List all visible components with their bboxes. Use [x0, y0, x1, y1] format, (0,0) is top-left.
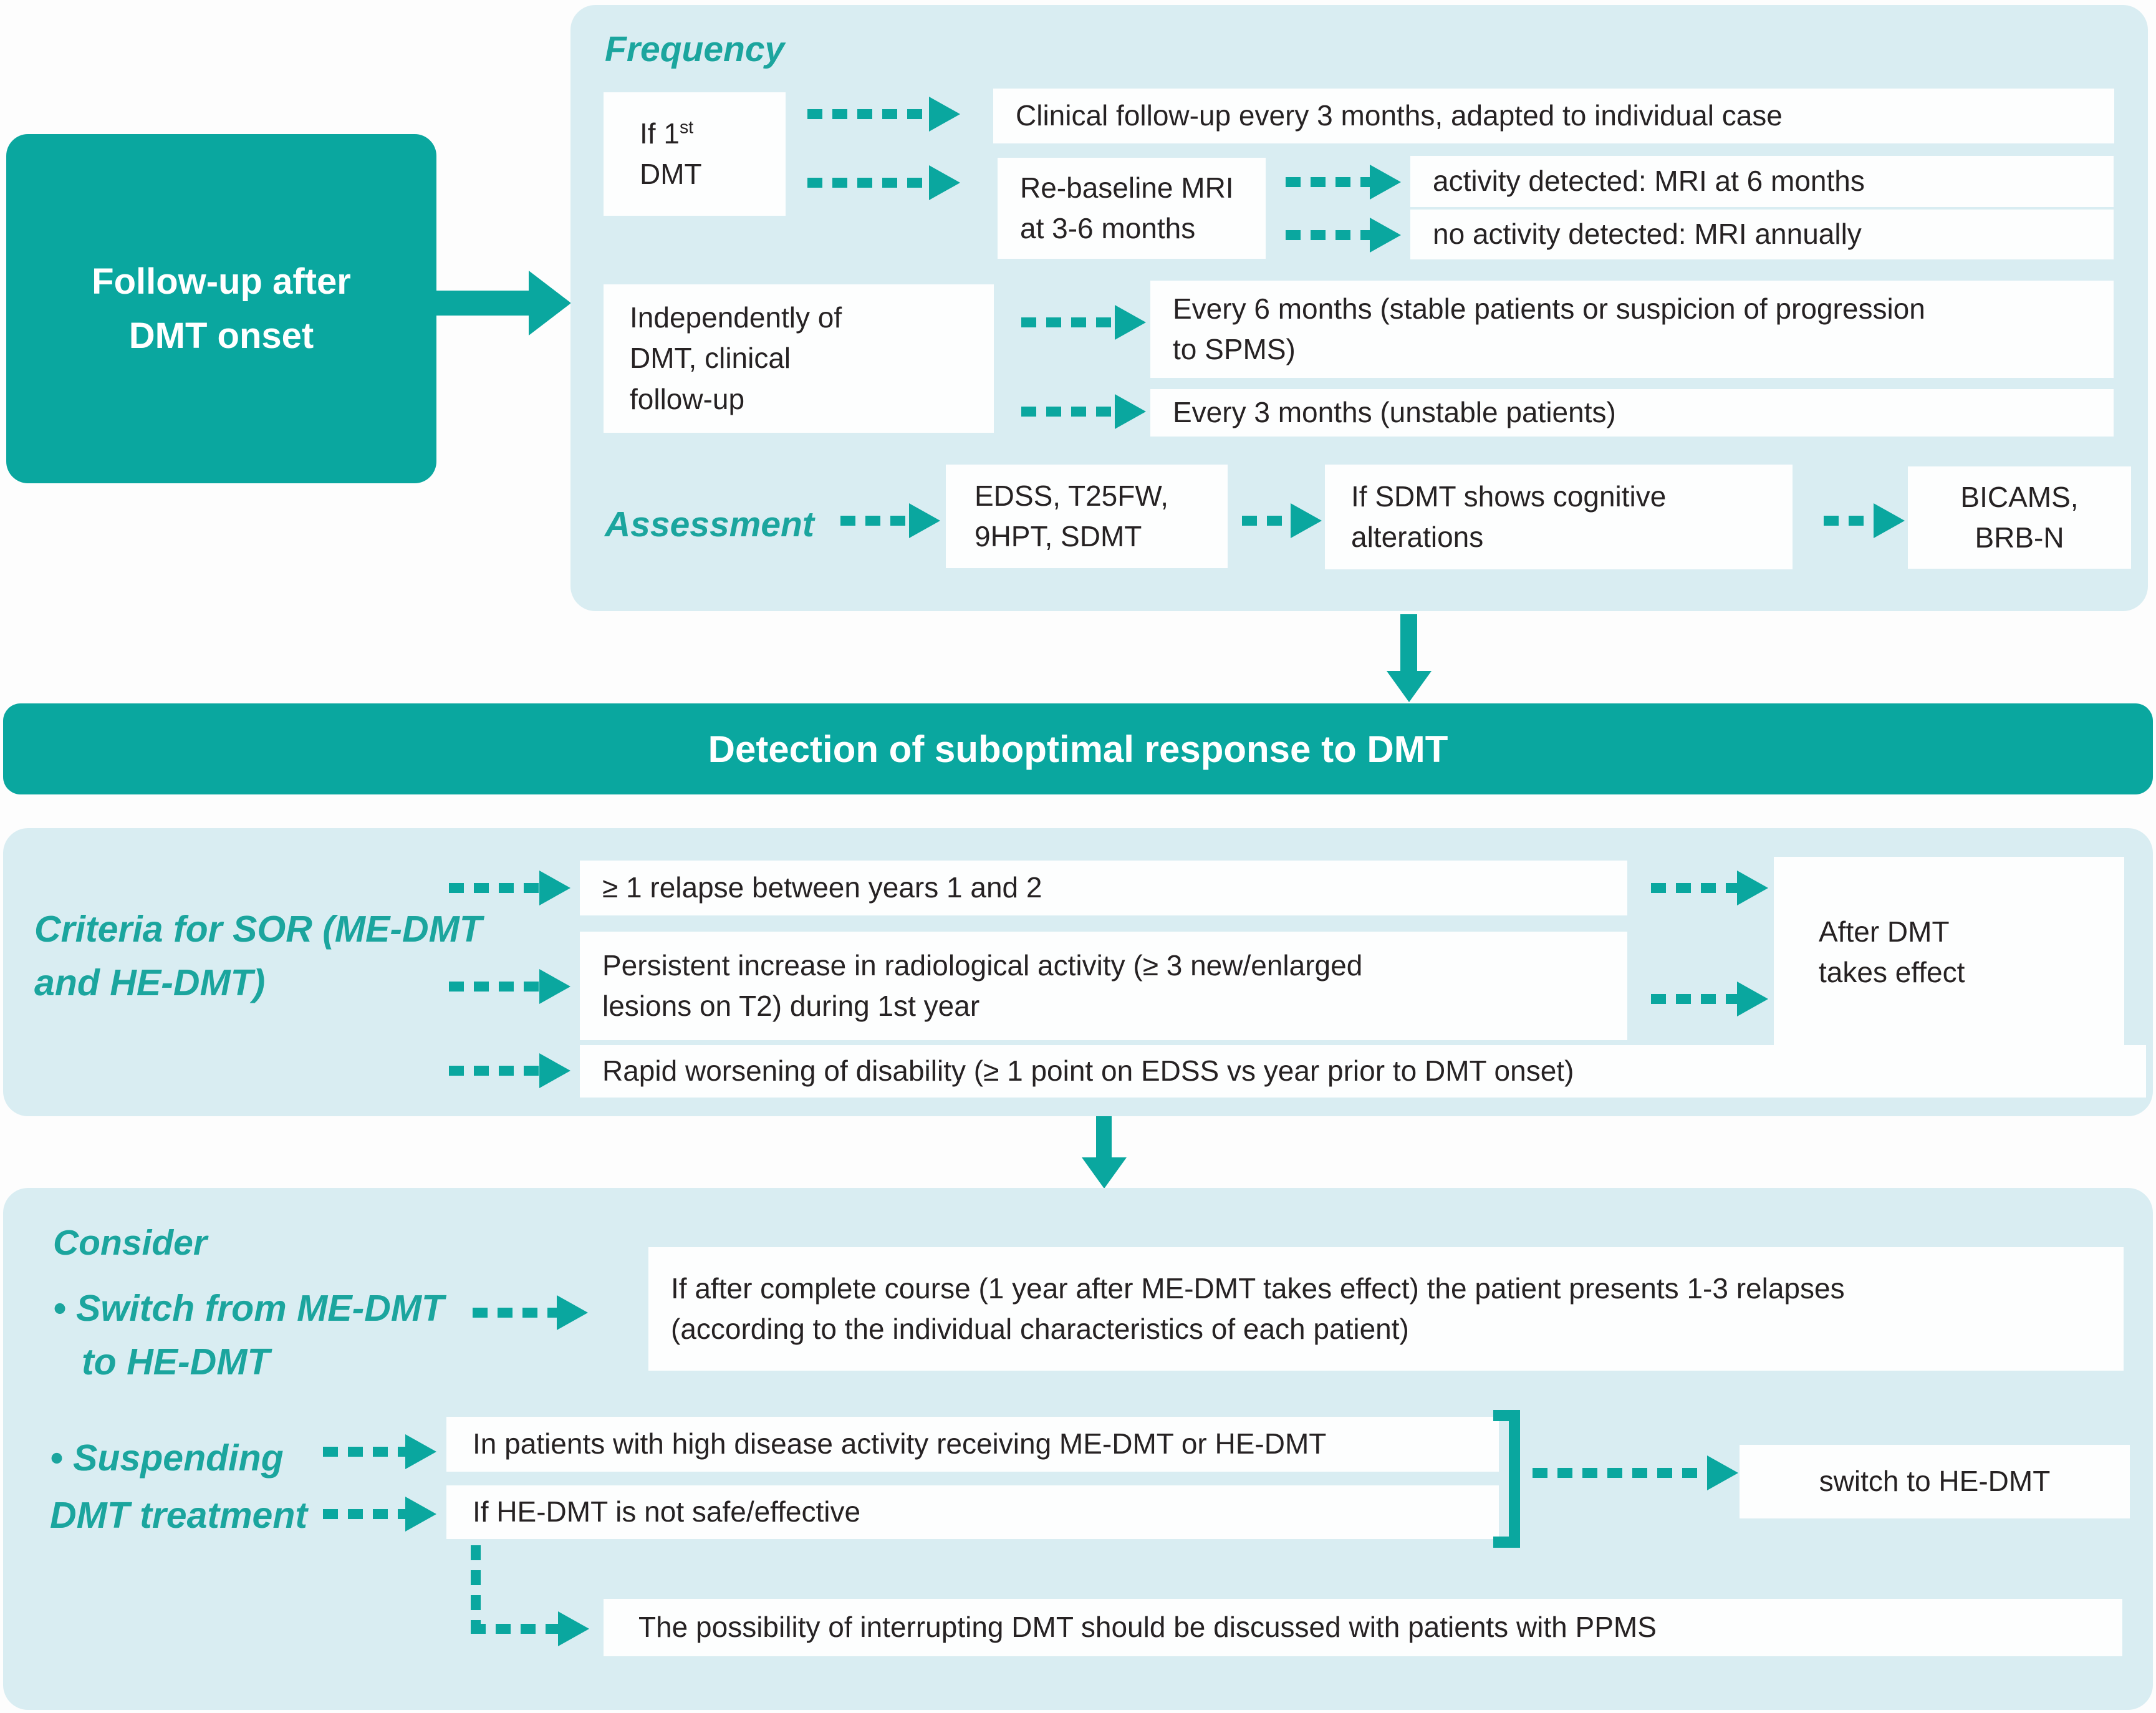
bicams-line2: BRB-N [1975, 521, 2064, 554]
assessments-line1: EDSS, T25FW, [975, 479, 1169, 512]
ppms-text: The possibility of interrupting DMT shou… [638, 1611, 1657, 1644]
radiological-line2: lesions on T2) during 1st year [602, 990, 980, 1022]
relapse-criterion-text: ≥ 1 relapse between years 1 and 2 [602, 871, 1042, 904]
after-dmt-line1: After DMT [1819, 915, 1950, 948]
rapid-worsening-text: Rapid worsening of disability (≥ 1 point… [602, 1054, 1574, 1088]
clinical-followup-text: Clinical follow-up every 3 months, adapt… [1016, 99, 1783, 132]
independently-box: Independently of DMT, clinical follow-up [604, 284, 994, 433]
dashed-arrow-icon [807, 95, 960, 133]
high-activity-text: In patients with high disease activity r… [473, 1427, 1327, 1460]
relapse-criterion-box: ≥ 1 relapse between years 1 and 2 [580, 861, 1627, 915]
dashed-arrow-icon [840, 502, 940, 539]
criteria-heading: Criteria for SOR (ME-DMT and HE-DMT) [34, 903, 482, 1010]
switch-condition-box: If after complete course (1 year after M… [648, 1247, 2124, 1371]
switch-condition-line1: If after complete course (1 year after M… [671, 1271, 1845, 1305]
not-safe-text: If HE-DMT is not safe/effective [473, 1495, 861, 1528]
no-activity-text: no activity detected: MRI annually [1433, 218, 1862, 251]
rapid-worsening-box: Rapid worsening of disability (≥ 1 point… [580, 1045, 2146, 1098]
sdmt-line1: If SDMT shows cognitive [1351, 480, 1667, 513]
rebaseline-line1: Re-baseline MRI [1020, 171, 1234, 204]
activity-detected-text: activity detected: MRI at 6 months [1433, 165, 1865, 198]
sdmt-line2: alterations [1351, 521, 1484, 553]
dashed-arrow-icon [1824, 502, 1905, 539]
every-6-months-line1: Every 6 months (stable patients or suspi… [1173, 292, 1925, 325]
switch-to-he-box: switch to HE-DMT [1740, 1445, 2130, 1518]
if-first-dmt-line2: DMT [640, 158, 702, 190]
suspend-label-line2: DMT treatment [50, 1495, 308, 1536]
dashed-arrow-icon [807, 164, 960, 201]
dashed-arrow-icon [323, 1495, 436, 1533]
switch-condition-line2: (according to the individual characteris… [671, 1313, 1409, 1345]
followup-title-box: Follow-up after DMT onset [6, 134, 436, 483]
dashed-arrow-icon [1286, 216, 1401, 254]
independently-line3: follow-up [630, 382, 745, 415]
activity-detected-box: activity detected: MRI at 6 months [1410, 156, 2114, 207]
criteria-heading-line1: Criteria for SOR (ME-DMT [34, 909, 482, 950]
bicams-line1: BICAMS, [1960, 480, 2079, 513]
radiological-line1: Persistent increase in radiological acti… [602, 948, 1363, 982]
followup-title-line2: DMT onset [128, 316, 314, 356]
dashed-arrow-icon [1533, 1454, 1738, 1492]
frequency-heading: Frequency [605, 29, 785, 69]
after-dmt-line2: takes effect [1819, 956, 1965, 988]
every-3-months-box: Every 3 months (unstable patients) [1150, 389, 2114, 437]
assessment-heading: Assessment [605, 504, 814, 544]
followup-title-line1: Follow-up after [92, 261, 351, 302]
dashed-arrow-icon [1021, 304, 1146, 341]
rebaseline-line2: at 3-6 months [1020, 212, 1196, 244]
dashed-arrow-icon [471, 1610, 589, 1648]
dashed-line-icon [471, 1545, 481, 1626]
dashed-arrow-icon [1651, 980, 1768, 1018]
every-6-months-line2: to SPMS) [1173, 333, 1296, 365]
independently-line2: DMT, clinical [630, 342, 791, 375]
switch-label: • Switch from ME-DMT to HE-DMT [53, 1282, 444, 1389]
dashed-arrow-icon [323, 1433, 436, 1470]
dashed-arrow-icon [473, 1294, 588, 1331]
sdmt-box: If SDMT shows cognitive alterations [1325, 465, 1793, 569]
dashed-arrow-icon [1242, 502, 1322, 539]
clinical-followup-box: Clinical follow-up every 3 months, adapt… [993, 89, 2114, 143]
suspend-label-line1: • Suspending [50, 1437, 284, 1479]
assessments-box: EDSS, T25FW, 9HPT, SDMT [946, 465, 1228, 568]
switch-label-line1: • Switch from ME-DMT [53, 1288, 445, 1329]
rebaseline-box: Re-baseline MRI at 3-6 months [998, 158, 1266, 259]
not-safe-box: If HE-DMT is not safe/effective [446, 1485, 1499, 1539]
dashed-arrow-icon [449, 968, 570, 1005]
high-activity-box: In patients with high disease activity r… [446, 1417, 1499, 1472]
every-6-months-box: Every 6 months (stable patients or suspi… [1150, 281, 2114, 378]
assessments-line2: 9HPT, SDMT [975, 520, 1142, 553]
dashed-arrow-icon [449, 869, 570, 907]
independently-line1: Independently of [630, 301, 842, 334]
if-first-dmt-box: If 1st DMT [604, 92, 786, 216]
ppms-box: The possibility of interrupting DMT shou… [604, 1599, 2122, 1656]
every-3-months-text: Every 3 months (unstable patients) [1173, 396, 1616, 429]
switch-to-he-text: switch to HE-DMT [1819, 1465, 2051, 1498]
dashed-arrow-icon [1286, 163, 1401, 201]
detection-banner-title: Detection of suboptimal response to DMT [708, 728, 1448, 770]
dashed-arrow-icon [1021, 393, 1146, 430]
detection-banner: Detection of suboptimal response to DMT [3, 703, 2153, 794]
switch-label-line2: to HE-DMT [82, 1341, 270, 1382]
after-dmt-box: After DMT takes effect [1774, 857, 2124, 1048]
consider-heading: Consider [53, 1223, 208, 1263]
if-first-dmt-line1: If 1st [640, 117, 694, 150]
dashed-arrow-icon [449, 1052, 570, 1089]
dashed-arrow-icon [1651, 869, 1768, 907]
criteria-heading-line2: and HE-DMT) [34, 962, 266, 1003]
bicams-box: BICAMS, BRB-N [1908, 466, 2131, 569]
radiological-criterion-box: Persistent increase in radiological acti… [580, 932, 1627, 1040]
bracket-icon [1493, 1410, 1520, 1548]
no-activity-box: no activity detected: MRI annually [1410, 210, 2114, 259]
